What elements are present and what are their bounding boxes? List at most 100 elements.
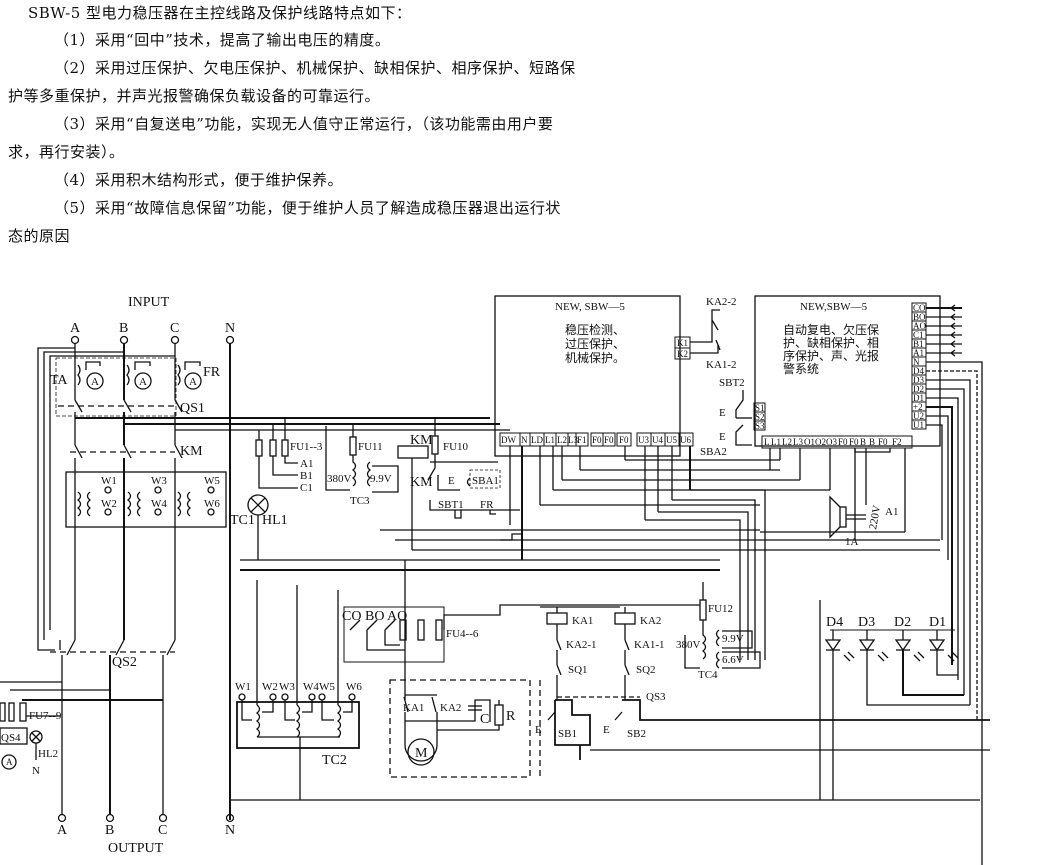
- s-terminal: S2: [755, 412, 765, 422]
- winding-w5: W5: [204, 475, 220, 487]
- e-label-3: E: [719, 431, 726, 443]
- m2-terminal: U1: [913, 420, 924, 430]
- sq1-label: SQ1: [568, 664, 588, 676]
- input-terminal-a: A: [70, 321, 81, 336]
- m2-bottom-terminal: B: [860, 437, 866, 447]
- module2-input-arrows: [926, 304, 962, 357]
- tc2-box: [236, 701, 360, 749]
- ammeter-1-label: A: [91, 376, 99, 388]
- m2-terminal: CO: [913, 303, 926, 313]
- m2-bottom-terminal: L: [764, 437, 770, 447]
- fu4-6-fuses: [399, 619, 443, 641]
- heading: SBW-5 型电力稳压器在主控线路及保护线路特点如下：: [28, 4, 412, 22]
- fu11-label: FU11: [358, 441, 383, 453]
- sb2-label: SB2: [627, 728, 646, 740]
- speaker-voltage: 220V: [867, 504, 883, 530]
- fu7-9-label: FU7--9: [29, 710, 62, 722]
- fu10-label: FU10: [443, 441, 469, 453]
- fu12-label: FU12: [708, 603, 733, 615]
- ka1-motor-label: KA1: [403, 702, 424, 714]
- sq2-label: SQ2: [636, 664, 656, 676]
- ta-label: TA: [50, 373, 68, 388]
- input-terminal-c: C: [170, 321, 179, 336]
- ka2-1-label: KA2-1: [566, 639, 597, 651]
- m2-terminal: A1: [913, 348, 924, 358]
- paragraph-5: （5）采用“故障信息保留”功能，便于维护人员了解造成稳压器退出运行状: [54, 199, 561, 217]
- contact-co-label: CO: [342, 609, 361, 624]
- tc2-tap-w2: W2: [262, 681, 278, 693]
- input-label: INPUT: [128, 295, 170, 310]
- tc3-primary-voltage: 380V: [327, 473, 352, 485]
- m2-terminal: BO: [913, 312, 926, 322]
- m1-terminal: L1: [545, 435, 555, 445]
- m1-terminal: L2: [557, 435, 567, 445]
- m1-terminal: F0: [604, 435, 614, 445]
- tc4-secondary-voltage-2: 6.6V: [722, 654, 744, 666]
- paragraph-4: （4）采用积木结构形式，便于维护保养。: [54, 171, 344, 189]
- module1-terminal-labels: DW N LD L1 L2 L3 F1 F0 F0 F0 U3 U4 U5 U6: [501, 435, 691, 445]
- input-terminals: [70, 335, 235, 345]
- tc3-label: TC3: [350, 495, 370, 507]
- current-transformers: [77, 361, 202, 390]
- sba1-label: SBA1: [472, 475, 499, 487]
- winding-w6: W6: [204, 498, 220, 510]
- fu1-3-label: FU1--3: [290, 441, 323, 453]
- k1-terminal: K1: [677, 338, 688, 348]
- m2-terminal: N: [913, 357, 920, 367]
- tc3-transformer: [325, 425, 399, 493]
- tc4-transformer: [684, 582, 761, 669]
- module1-desc-3: 机械保护。: [565, 350, 625, 365]
- m2-bottom-terminal: L2: [782, 437, 792, 447]
- km-coil-label: KM: [410, 433, 433, 448]
- m2-terminal: U2: [913, 411, 924, 421]
- output-terminals: [57, 813, 235, 823]
- module1-desc-2: 过压保护、: [565, 337, 625, 351]
- tc4-primary-voltage: 380V: [676, 639, 701, 651]
- resistor-label: R: [506, 709, 516, 724]
- fuse-output-c1: C1: [300, 482, 313, 494]
- sbt2-label: SBT2: [719, 377, 745, 389]
- e-label-4: E: [535, 724, 542, 736]
- contact-bo-label: BO: [365, 609, 384, 624]
- m1-terminal: U5: [666, 435, 677, 445]
- speaker-current: 1A: [845, 536, 859, 548]
- motor-control-box: [389, 679, 531, 778]
- fr-contact-label: FR: [480, 499, 494, 511]
- fu4-6-label: FU4--6: [446, 628, 479, 640]
- m1-terminal: LD: [531, 435, 543, 445]
- ammeter-2-label: A: [139, 376, 147, 388]
- m2-bottom-terminal: O3: [826, 437, 837, 447]
- paragraph-5-cont: 态的原因: [8, 227, 71, 245]
- ka2-motor-label: KA2: [440, 702, 461, 714]
- sba2-label: SBA2: [700, 446, 727, 458]
- m2-terminal: C1: [913, 330, 924, 340]
- m1-terminal: U3: [638, 435, 649, 445]
- fr-label: FR: [203, 365, 221, 380]
- led-array: [824, 629, 970, 800]
- fuse-output-b1: B1: [300, 470, 313, 482]
- winding-w4: W4: [151, 498, 167, 510]
- module2-s-terminals: [753, 402, 766, 431]
- module2-right-terminal-labels: CO BO AO C1 B1 A1 N D4 D3 D2 D1 +2 U2 U1: [913, 303, 926, 430]
- tc1-label: TC1: [230, 513, 255, 528]
- km-coil: [397, 418, 522, 550]
- tc2-tap-w6: W6: [346, 681, 362, 693]
- e-label-1: E: [448, 475, 455, 487]
- ka2-2-label: KA2-2: [706, 296, 737, 308]
- led-d1-label: D1: [929, 615, 946, 630]
- output-terminal-a: A: [57, 823, 68, 838]
- paragraph-3: （3）采用“自复送电”功能，实现无人值守正常运行，（该功能需由用户要: [54, 115, 554, 133]
- main-transformer-coils: [76, 486, 215, 517]
- tc2-coils: [238, 693, 356, 738]
- m1-terminal: F0: [592, 435, 602, 445]
- hl1-label: HL1: [262, 513, 288, 528]
- m2-terminal: D3: [913, 375, 924, 385]
- m1-terminal: DW: [501, 435, 516, 445]
- tc2-tap-w4: W4: [303, 681, 319, 693]
- e-label-2: E: [719, 407, 726, 419]
- winding-w1: W1: [101, 475, 117, 487]
- led-d3-label: D3: [858, 615, 875, 630]
- module2-desc-4: 警系统: [783, 361, 819, 376]
- module2-desc-3: 序保护、声、光报: [783, 348, 879, 363]
- m2-bottom-terminal: F2: [892, 437, 902, 447]
